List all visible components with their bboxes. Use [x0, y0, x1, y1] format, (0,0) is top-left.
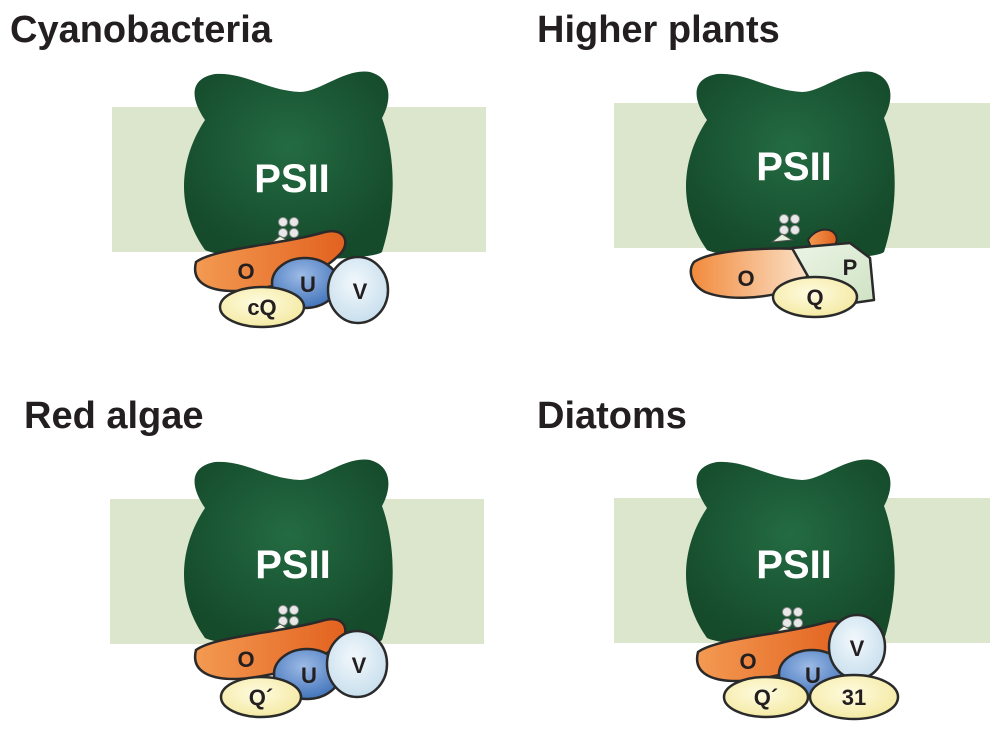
subunit-cq-label: cQ [247, 295, 276, 320]
lumen-loop [770, 233, 794, 243]
psii-label: PSII [756, 543, 832, 587]
panel-title: Higher plants [537, 9, 780, 51]
subunit-q-prime-label: Q´ [249, 685, 273, 710]
panel-diatoms: Diatoms PSII O U V 31 Q´ [537, 395, 990, 721]
subunit-q-prime [219, 675, 303, 719]
subunit-o-label: O [237, 647, 254, 672]
subunit-v-label: V [353, 279, 368, 304]
subunit-v [326, 255, 390, 325]
panel-title: Diatoms [537, 395, 687, 437]
subunit-v-label: V [352, 653, 367, 678]
subunit-31-label: 31 [842, 685, 866, 710]
panel-cyanobacteria: Cyanobacteria PSII O U V cQ [10, 9, 486, 329]
manganese-cluster-icon [278, 217, 299, 238]
subunit-v [325, 629, 389, 699]
subunit-cq [218, 285, 306, 329]
subunit-v-label: V [850, 636, 865, 661]
subunit-u-label: U [805, 663, 821, 688]
subunit-q-label: Q [806, 285, 823, 310]
subunit-31 [808, 673, 900, 721]
subunit-q-prime [722, 675, 810, 719]
subunit-q [771, 275, 859, 319]
subunit-p-label: P [843, 255, 858, 280]
panel-title: Red algae [24, 395, 204, 437]
subunit-u-label: U [300, 272, 316, 297]
panel-title: Cyanobacteria [10, 9, 273, 51]
manganese-cluster-icon [782, 607, 803, 628]
psii-label: PSII [254, 157, 330, 201]
panel-red-algae: Red algae PSII O U V Q´ [24, 395, 484, 719]
psii-label: PSII [255, 543, 331, 587]
subunit-o-label: O [237, 259, 254, 284]
subunit-u-label: U [301, 663, 317, 688]
panel-higher-plants: Higher plants PSII O P Q [537, 9, 990, 319]
psii-label: PSII [756, 145, 832, 189]
subunit-o-label: O [739, 649, 756, 674]
subunit-q-prime-label: Q´ [754, 685, 778, 710]
manganese-cluster-icon [278, 605, 299, 626]
subunit-o [193, 229, 347, 293]
manganese-cluster-icon [779, 214, 800, 235]
subunit-o-label: O [737, 266, 754, 291]
